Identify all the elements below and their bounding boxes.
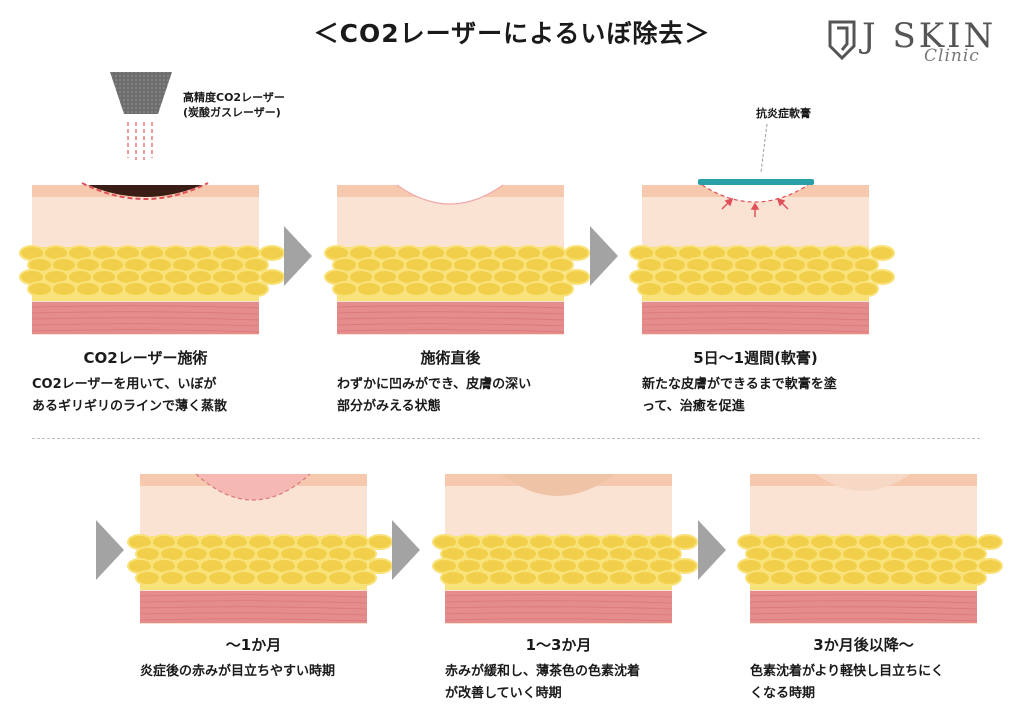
skin-panel-5 [432, 466, 698, 626]
stage-6-desc-line-1: 色素沈着がより軽快し目立ちにく [750, 664, 944, 679]
stage-5-desc: 赤みが緩和し、薄茶色の色素沈着 が改善していく時期 [445, 661, 695, 705]
step-arrow-1 [284, 226, 312, 286]
skin-panel-1 [19, 177, 285, 337]
page-title: ＜CO2レーザーによるいぼ除去＞ [313, 19, 711, 48]
stage-6-desc-line-2: くなる時期 [750, 686, 816, 701]
step-arrow-2 [590, 226, 618, 286]
stage-3-desc-line-1: 新たな皮膚ができるまで軟膏を塗 [642, 377, 837, 392]
step-arrow-5 [698, 520, 726, 580]
stage-2-desc: わずかに凹みができ、皮膚の深い 部分がみえる状態 [337, 374, 587, 418]
skin-panel-6 [737, 466, 1003, 626]
ointment-leader-line [760, 124, 768, 173]
stage-3-title: 5日〜1週間(軟膏) [693, 349, 818, 367]
skin-panel-4 [127, 466, 393, 626]
stage-1-title: CO2レーザー施術 [83, 349, 208, 367]
stage-3-desc: 新たな皮膚ができるまで軟膏を塗 って、治癒を促進 [642, 374, 892, 418]
stage-3-desc-line-2: って、治癒を促進 [642, 399, 745, 414]
row-divider [32, 438, 980, 439]
ointment-label: 抗炎症軟膏 [756, 107, 811, 120]
skin-panel-2 [324, 177, 590, 337]
stage-5-desc-line-1: 赤みが緩和し、薄茶色の色素沈着 [445, 664, 641, 679]
stage-5-desc-line-2: が改善していく時期 [445, 686, 562, 701]
stage-2-title: 施術直後 [420, 349, 481, 367]
stage-4-desc: 炎症後の赤みが目立ちやすい時期 [140, 661, 400, 683]
clinic-logo: J SKIN Clinic [828, 16, 998, 72]
laser-device-icon [110, 72, 172, 160]
laser-label-line-1: 高精度CO2レーザー [183, 91, 285, 104]
stage-6-title: 3か月後以降〜 [813, 636, 914, 654]
stage-1-desc: CO2レーザーを用いて、いぼが あるギリギリのラインで薄く蒸散 [32, 374, 282, 418]
stage-1-desc-line-1: CO2レーザーを用いて、いぼが [32, 377, 217, 392]
stage-4-desc-line-1: 炎症後の赤みが目立ちやすい時期 [140, 664, 336, 679]
step-arrow-3 [96, 520, 124, 580]
laser-label-line-2: (炭酸ガスレーザー) [183, 106, 281, 119]
stage-5-title: 1〜3か月 [525, 636, 592, 654]
stage-2-desc-line-2: 部分がみえる状態 [337, 399, 441, 414]
stage-6-desc: 色素沈着がより軽快し目立ちにく くなる時期 [750, 661, 1000, 705]
shield-logo-icon [828, 20, 856, 60]
stage-4-title: 〜1か月 [225, 636, 282, 654]
laser-label: 高精度CO2レーザー (炭酸ガスレーザー) [183, 90, 285, 120]
step-arrow-4 [392, 520, 420, 580]
logo-script: Clinic [924, 46, 980, 66]
skin-panel-3 [629, 177, 895, 337]
logo-brand: J SKIN [862, 16, 997, 56]
stage-1-desc-line-2: あるギリギリのラインで薄く蒸散 [32, 399, 228, 414]
stage-2-desc-line-1: わずかに凹みができ、皮膚の深い [337, 377, 532, 392]
